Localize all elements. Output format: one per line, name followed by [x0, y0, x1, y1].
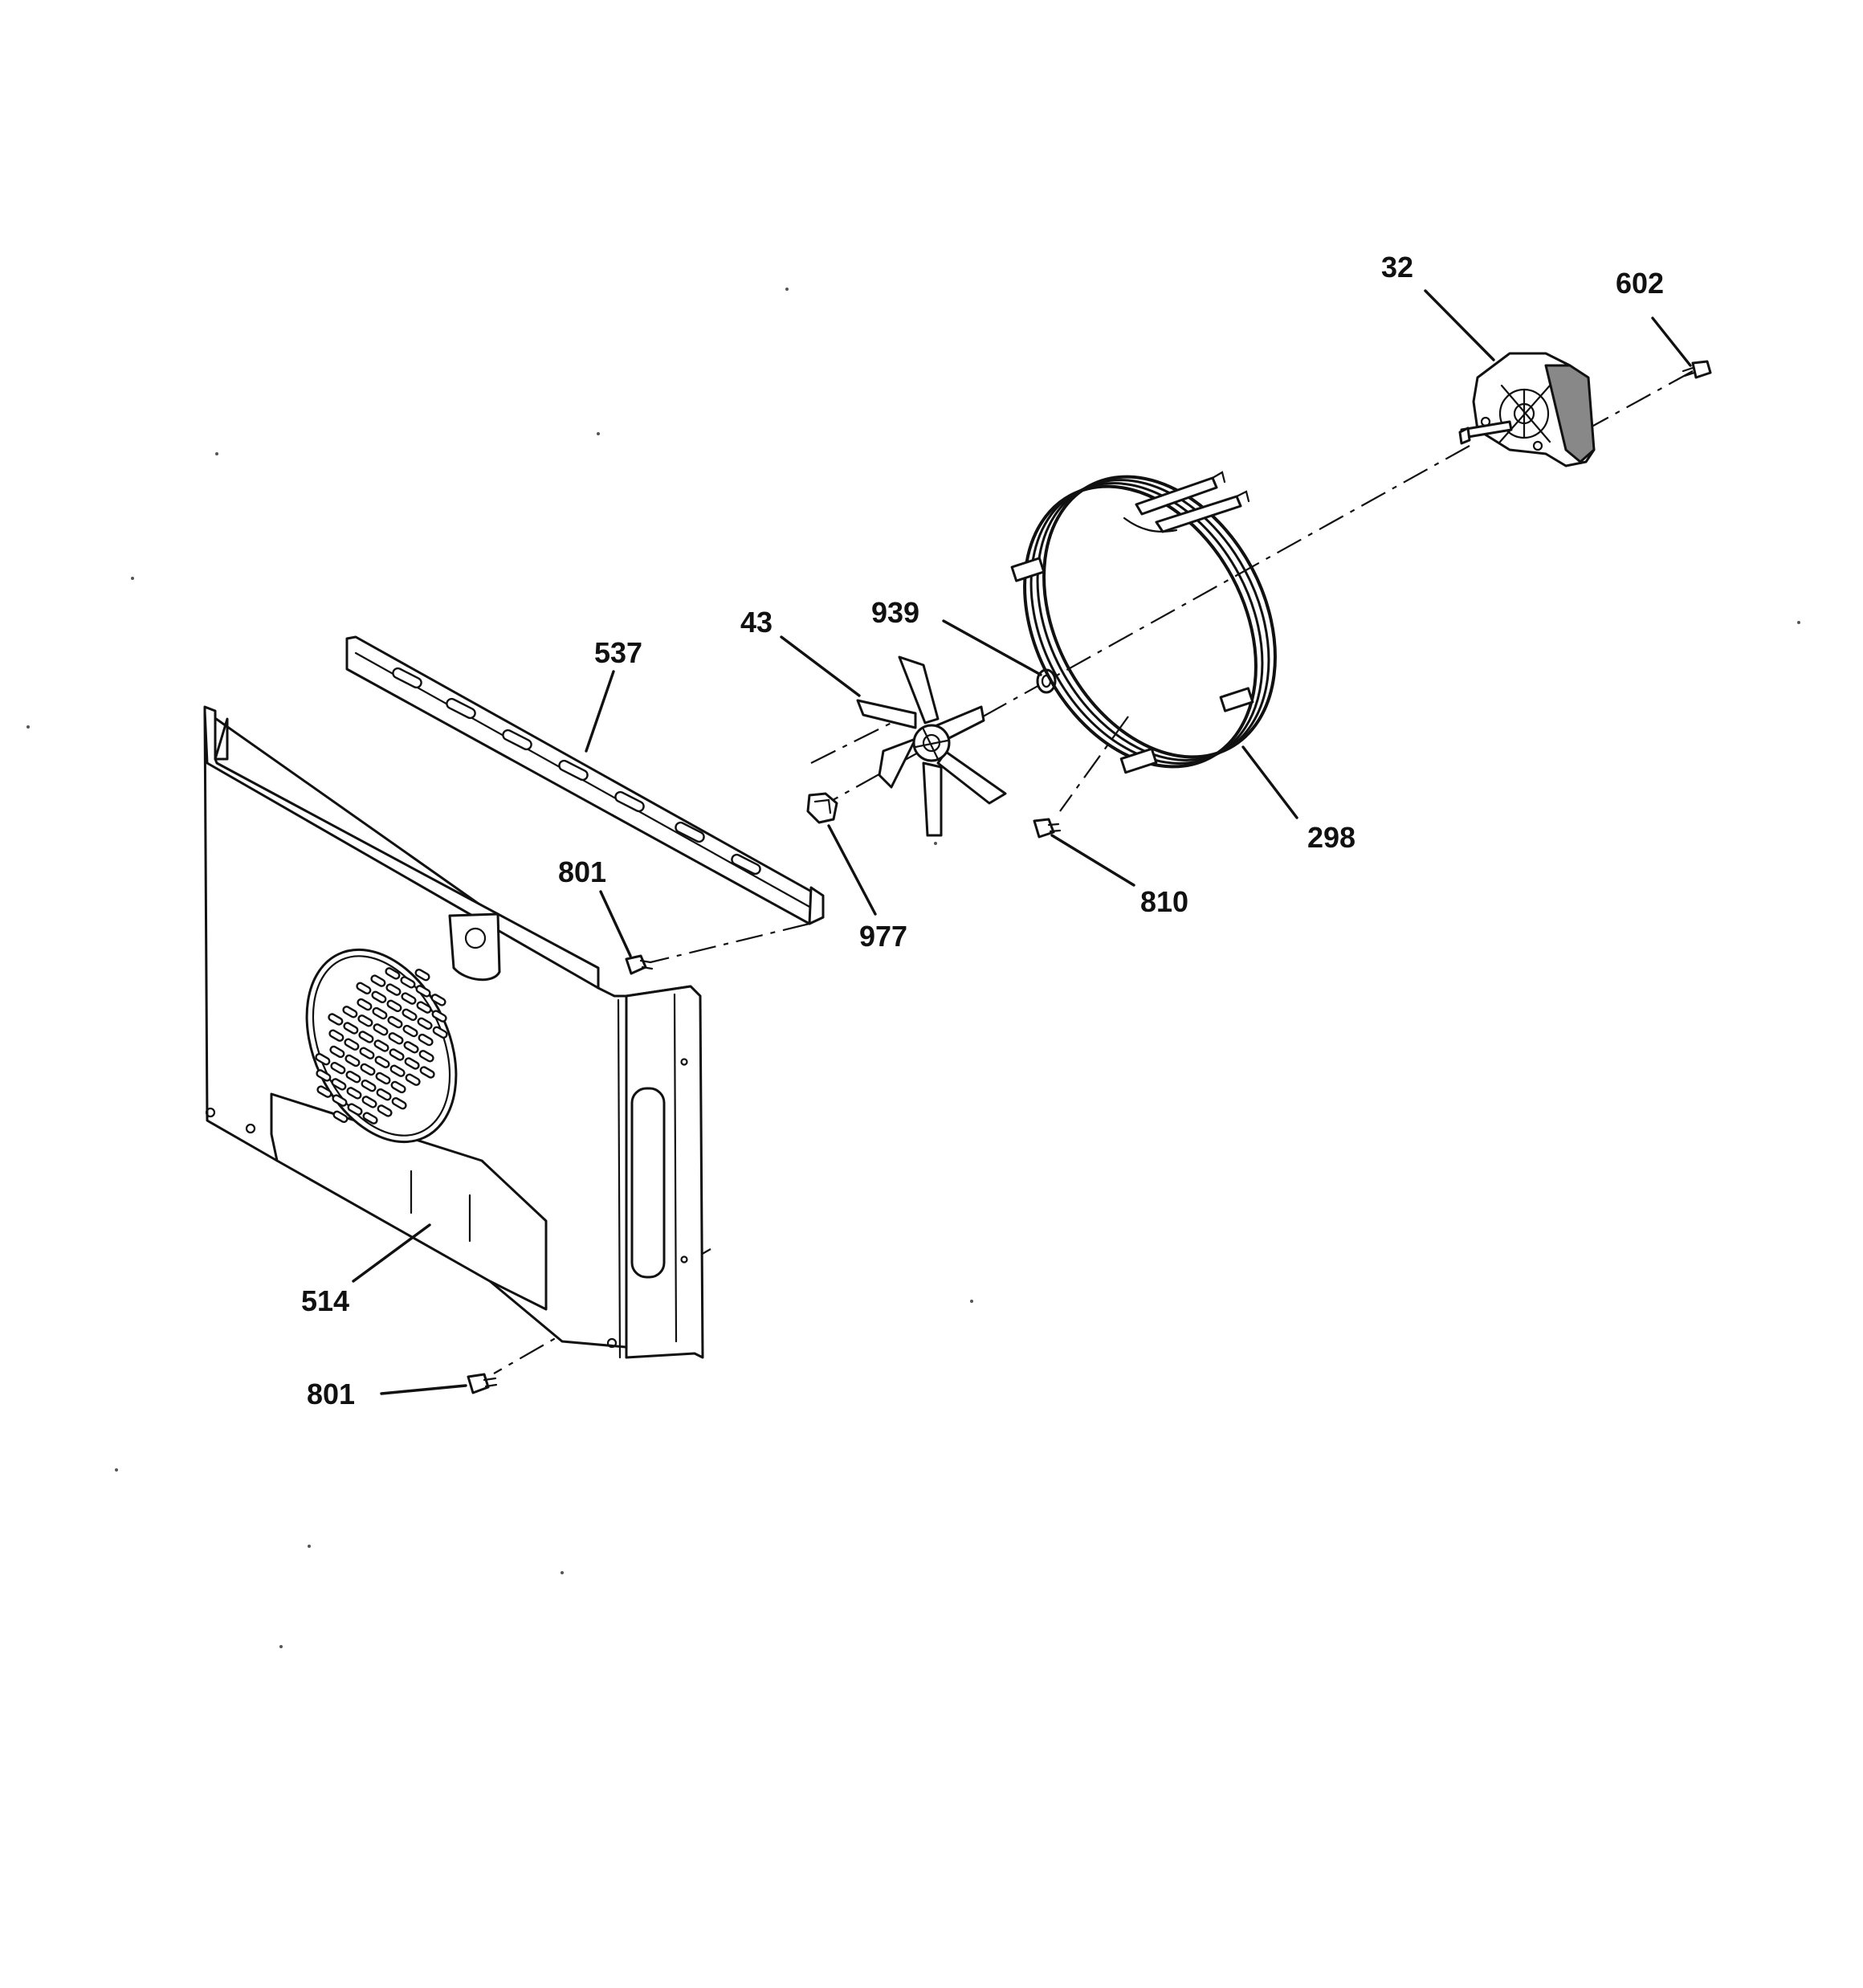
callout-537: 537 [594, 636, 642, 669]
grille-slot [370, 974, 386, 987]
grille-slot [418, 1033, 434, 1047]
grille-slot [391, 1096, 407, 1110]
grille-slot [346, 1087, 362, 1100]
grille-slot [418, 1050, 434, 1063]
grille-slot [419, 1066, 435, 1079]
grille-slot [373, 1039, 389, 1052]
grille-slot [347, 1103, 363, 1116]
grille-slot [332, 1110, 349, 1124]
grille-slot [432, 1026, 448, 1039]
grille-slot [404, 1057, 420, 1070]
grille-slot [402, 1008, 418, 1022]
grille-slot [345, 1070, 361, 1084]
grille-slot [375, 1072, 391, 1085]
callout-810: 810 [1140, 885, 1188, 918]
callout-977: 977 [859, 920, 907, 953]
grille-slot [403, 1041, 419, 1054]
grille-slot [343, 1022, 359, 1035]
grille-slot [431, 1010, 447, 1023]
screw-801-top [625, 954, 654, 975]
top-bracket [345, 635, 825, 925]
callout-298: 298 [1307, 821, 1355, 854]
grille-slot [316, 1085, 332, 1098]
callout-939: 939 [871, 596, 919, 629]
callout-leaders [352, 289, 1692, 1395]
grille-slot [331, 1078, 347, 1091]
heating-element-ring [1010, 471, 1277, 774]
grille-slot [357, 998, 373, 1011]
assembly-axis-lines [493, 370, 1694, 1374]
grille-slot [328, 1029, 344, 1042]
grille-slot [330, 1061, 346, 1075]
grille-slot [387, 1015, 403, 1029]
grille-slot [374, 1055, 390, 1068]
callout-43: 43 [740, 606, 773, 639]
grille-slot [357, 1014, 373, 1027]
grille-slot [386, 999, 402, 1013]
callout-514: 514 [301, 1284, 349, 1317]
screw-602 [1682, 360, 1712, 379]
grille-slot [344, 1038, 360, 1051]
grille-slot [328, 1013, 344, 1026]
grille-slot [402, 1024, 418, 1038]
callout-801-bottom: 801 [307, 1378, 355, 1410]
grille-slot [358, 1031, 374, 1043]
grille-slot [359, 1047, 375, 1059]
callout-801-top: 801 [558, 855, 606, 888]
grille-slot [430, 994, 446, 1006]
grille-slot [416, 1001, 432, 1014]
grille-slot [390, 1080, 406, 1094]
grille-slot [417, 1017, 433, 1031]
screw-810 [1033, 818, 1062, 839]
callout-labels: 32 602 939 43 537 298 801 810 977 514 80… [301, 251, 1664, 1410]
grille-slot [414, 968, 430, 982]
grille-slot [356, 982, 372, 995]
grille-slot [371, 990, 387, 1004]
grille-slot [405, 1073, 421, 1086]
scan-specks [26, 288, 1800, 1648]
grille-slot [361, 1096, 377, 1108]
grille-slot [385, 983, 402, 996]
callout-602: 602 [1616, 267, 1664, 300]
fan-motor [1458, 352, 1596, 467]
grille-slot [342, 1006, 358, 1018]
grille-slot [385, 967, 401, 980]
grille-slot [373, 1023, 389, 1036]
grille-slot [388, 1032, 404, 1045]
grille-slot [377, 1104, 393, 1117]
grille-slot [401, 992, 417, 1005]
grille-slot [315, 1052, 331, 1066]
grille-slot [360, 1063, 376, 1076]
grille-slot [415, 985, 431, 998]
screw-801-bottom [467, 1373, 498, 1394]
nut-977 [806, 792, 838, 824]
fan-blade [856, 655, 1007, 837]
grille-slot [362, 1112, 378, 1125]
grille-slot [329, 1045, 345, 1059]
grille-slot [361, 1079, 377, 1092]
rear-cover-panel [203, 705, 704, 1359]
callout-32: 32 [1381, 251, 1413, 284]
fan-grille [305, 948, 458, 1144]
grille-slot [316, 1069, 332, 1082]
grille-slot [389, 1048, 405, 1061]
grille-slot [372, 1006, 388, 1020]
grille-slot [389, 1064, 406, 1077]
grille-slot [332, 1094, 348, 1107]
grille-slot [400, 976, 416, 989]
grille-slot [376, 1088, 392, 1101]
grille-slot [344, 1054, 361, 1067]
